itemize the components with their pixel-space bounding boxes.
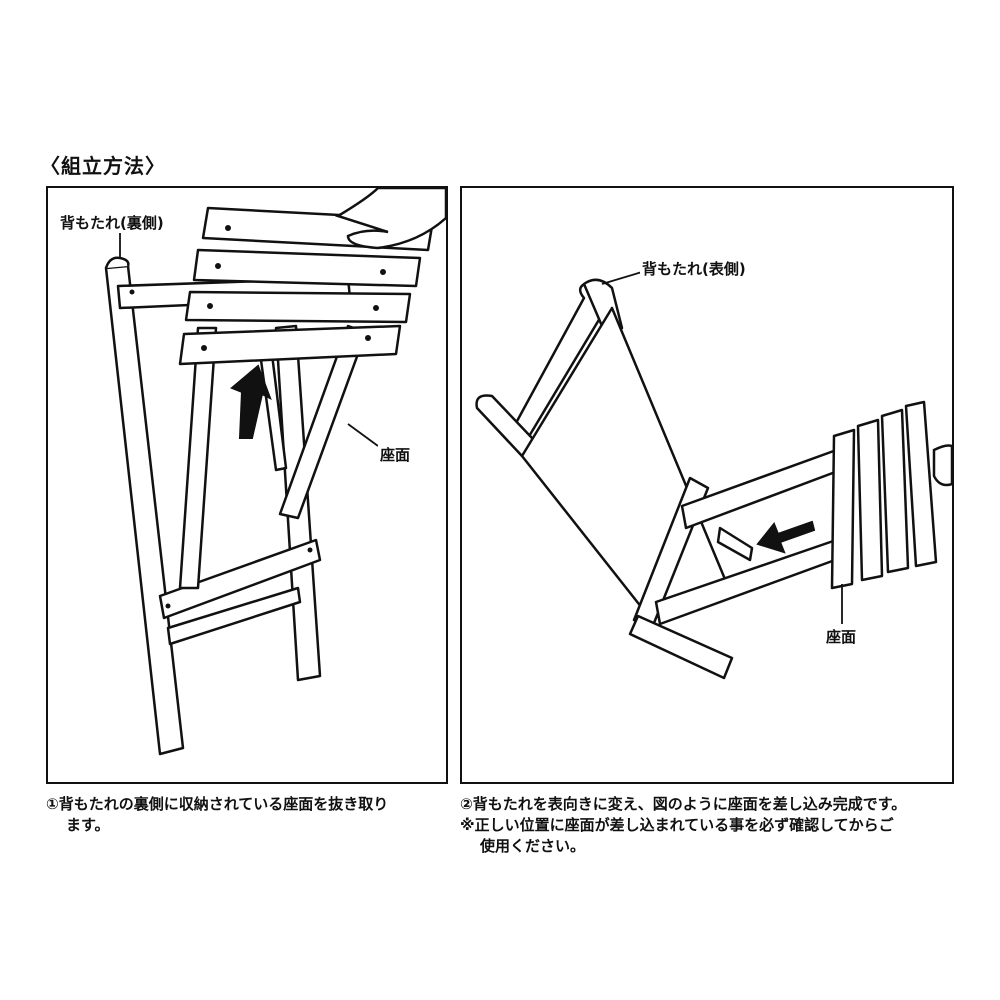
seat-label: 座面 <box>378 444 413 465</box>
seat-frame-left <box>178 326 218 590</box>
chair-back-illustration <box>104 188 446 756</box>
back-rear-label: 背もたれ(裏側) <box>58 212 166 233</box>
seat-label: 座面 <box>824 626 859 647</box>
chair-front-illustration <box>475 271 952 680</box>
step2-line1: ②背もたれを表向きに変え、図のように座面を差し込み完成です。 <box>460 795 907 813</box>
page-title: 〈組立方法〉 <box>40 154 166 178</box>
lower-rail <box>158 538 322 620</box>
seat-slat-1 <box>830 428 856 590</box>
seat-slat-3 <box>184 290 412 324</box>
seat-slat-2 <box>856 418 884 582</box>
step1-illustration-panel: 背もたれ(裏側) 座面 <box>46 186 448 784</box>
hand-illustration <box>932 444 952 487</box>
back-front-label: 背もたれ(表側) <box>640 258 748 279</box>
step2-caption: ②背もたれを表向きに変え、図のように座面を差し込み完成です。 ※正しい位置に座面… <box>460 794 980 857</box>
step2-line3: 使用ください。 <box>480 837 586 855</box>
left-leg <box>104 264 185 756</box>
seat-slat-4 <box>178 324 402 366</box>
step2-line2: ※正しい位置に座面が差し込まれている事を必ず確認してからご <box>460 816 894 834</box>
up-arrow-icon <box>230 364 272 439</box>
seat-slat-3 <box>880 408 910 574</box>
step2-illustration-panel: 背もたれ(表側) 座面 <box>460 186 954 784</box>
seat-slat-4 <box>904 400 938 568</box>
step1-line1: ①背もたれの裏側に収納されている座面を抜き取り <box>46 795 389 813</box>
hand-illustration <box>334 188 446 250</box>
step1-line2: ます。 <box>66 816 110 834</box>
bottom-rail <box>166 586 302 646</box>
seat-slat-2 <box>192 248 422 288</box>
left-arrow-icon <box>756 520 816 554</box>
step1-caption: ①背もたれの裏側に収納されている座面を抜き取り ます。 <box>46 794 456 836</box>
bottom-leg <box>628 614 734 680</box>
